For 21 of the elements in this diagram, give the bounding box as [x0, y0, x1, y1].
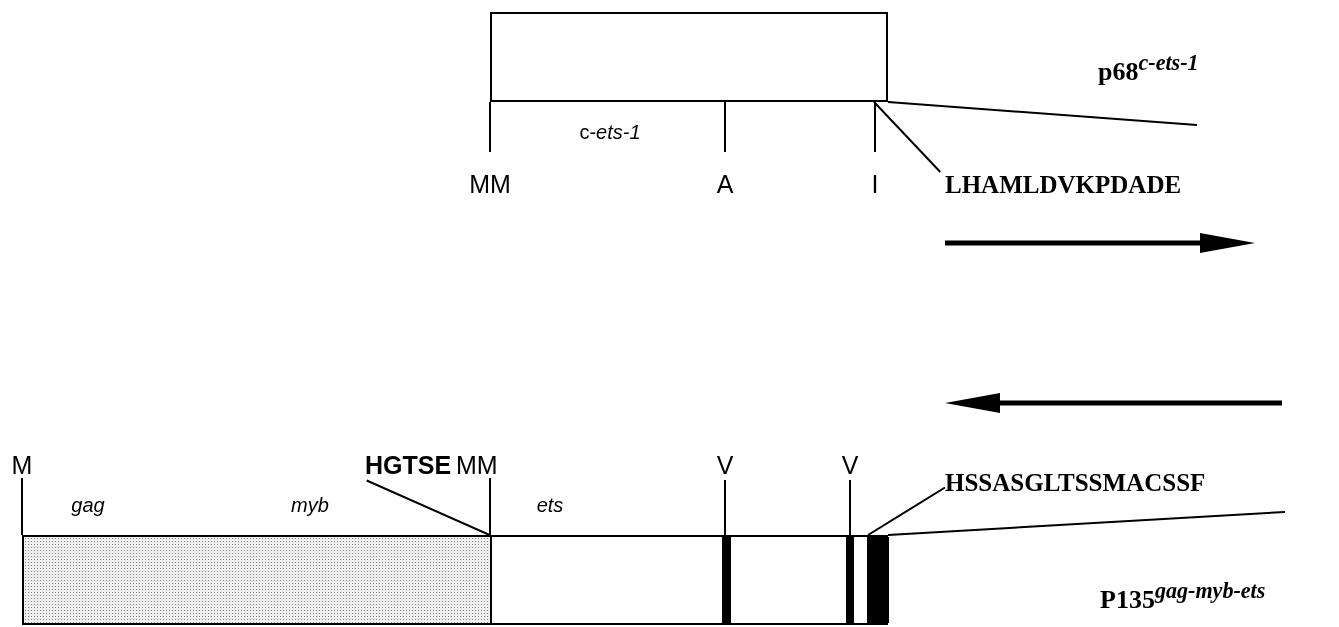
residue-label: M — [11, 453, 33, 478]
sequence-label: HGTSE — [365, 453, 452, 478]
protein-name: p68$^{c-ets-1}$ — [1098, 52, 1199, 85]
gene-label: ets — [536, 495, 564, 515]
protein-name: P135$^{gag-myb-ets}$ — [1100, 580, 1266, 613]
leader-line — [365, 479, 491, 536]
leader-line — [873, 101, 942, 173]
gene-label: c-ets-1 — [579, 122, 641, 142]
protein-box — [490, 12, 888, 102]
residue-label: A — [716, 172, 734, 197]
residue-label: V — [841, 453, 859, 478]
gene-label: myb — [291, 495, 329, 515]
gene-label: gag — [71, 495, 105, 515]
residue-label: V — [716, 453, 734, 478]
residue-label: MM — [469, 172, 511, 197]
sequence-label: HSSASGLTSSMACSSF — [945, 470, 1206, 495]
protein-bar — [22, 535, 888, 625]
leader-line — [867, 486, 946, 536]
residue-label: MM — [456, 453, 498, 478]
residue-label: I — [871, 172, 879, 197]
sequence-label: LHAMLDVKPDADE — [945, 172, 1182, 197]
